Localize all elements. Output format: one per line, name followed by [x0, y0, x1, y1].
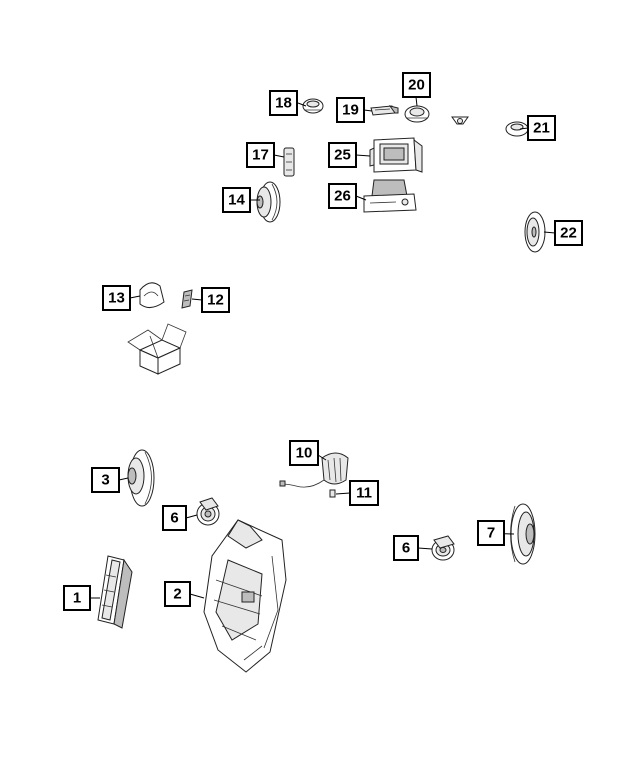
part-17-bracket: [283, 147, 295, 177]
callout-17: 17: [246, 142, 275, 168]
callout-11: 11: [349, 480, 379, 506]
part-6-speaker-left: [196, 497, 220, 526]
part-26-display: [363, 179, 417, 213]
callout-20: 20: [402, 72, 431, 98]
callout-2: 2: [164, 581, 191, 607]
callout-10-text: 10: [296, 445, 313, 462]
part-19-module: [370, 105, 399, 116]
callout-12: 12: [201, 287, 230, 313]
callout-10: 10: [289, 440, 319, 466]
callout-20-text: 20: [408, 77, 425, 94]
callout-13: 13: [102, 285, 131, 311]
callout-7: 7: [477, 520, 505, 546]
part-13-bracket: [139, 282, 165, 308]
callout-3: 3: [91, 467, 120, 493]
callout-18-text: 18: [275, 95, 292, 112]
callout-11-text: 11: [356, 485, 372, 502]
callout-1-text: 1: [73, 590, 81, 607]
part-11-grommet: [329, 489, 336, 498]
callout-12-text: 12: [207, 292, 224, 309]
part-box-kit: [127, 323, 187, 375]
part-21-tweeter: [505, 121, 529, 137]
callout-25-text: 25: [334, 147, 351, 164]
callout-22: 22: [554, 220, 583, 246]
callout-1: 1: [63, 585, 91, 611]
callout-18: 18: [269, 90, 298, 116]
part-25-radio: [369, 137, 423, 173]
callout-14-text: 14: [228, 192, 245, 209]
callout-6-left: 6: [162, 505, 187, 531]
callout-21-text: 21: [533, 120, 550, 137]
callout-7-text: 7: [487, 525, 495, 542]
callout-14: 14: [222, 187, 251, 213]
part-18-tweeter: [302, 98, 324, 114]
callout-13-text: 13: [108, 290, 125, 307]
callout-19: 19: [336, 97, 365, 123]
part-10-sensor: [279, 452, 349, 488]
part-1-amplifier: [97, 555, 133, 629]
callout-26: 26: [328, 183, 357, 209]
part-14-speaker: [256, 181, 281, 223]
part-3-speaker: [127, 449, 155, 507]
part-7-speaker: [510, 503, 536, 565]
part-small-tweeter: [451, 116, 469, 125]
callout-6-right: 6: [393, 535, 419, 561]
part-20-tweeter: [404, 105, 430, 123]
callout-21: 21: [527, 115, 556, 141]
part-6-speaker-right: [431, 535, 455, 561]
callout-2-text: 2: [173, 586, 181, 603]
callout-6-left-text: 6: [170, 510, 178, 527]
callout-17-text: 17: [252, 147, 269, 164]
callout-26-text: 26: [334, 188, 351, 205]
callout-22-text: 22: [560, 225, 577, 242]
part-22-speaker: [524, 211, 546, 253]
callout-3-text: 3: [101, 472, 109, 489]
part-2-enclosure: [203, 519, 287, 673]
callout-19-text: 19: [342, 102, 359, 119]
callout-25: 25: [328, 142, 357, 168]
callout-6-right-text: 6: [402, 540, 410, 557]
part-12-clip: [181, 289, 193, 309]
